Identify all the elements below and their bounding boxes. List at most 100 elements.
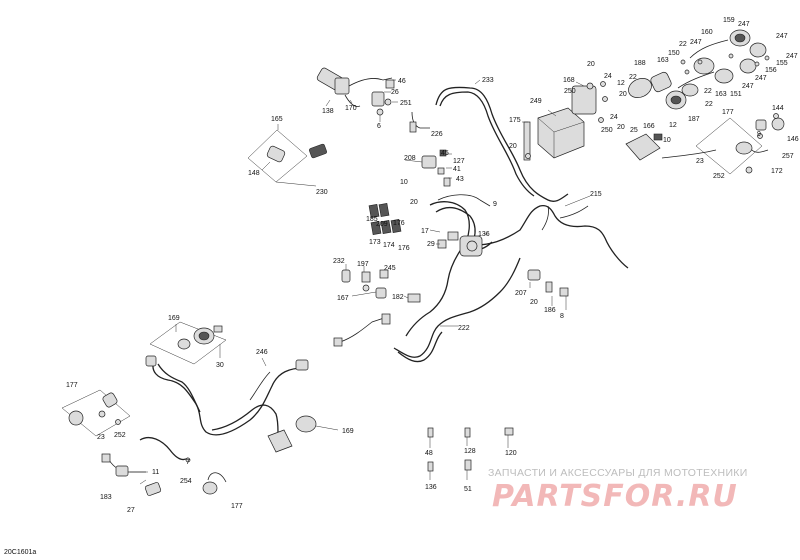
callout-207: 207 xyxy=(515,290,527,297)
callout-187: 187 xyxy=(688,116,700,123)
callout-144: 144 xyxy=(772,105,784,112)
callout-252-b: 252 xyxy=(114,432,126,439)
callout-170: 170 xyxy=(345,105,357,112)
callout-24-a: 24 xyxy=(604,73,612,80)
callout-183: 183 xyxy=(100,494,112,501)
callout-167: 167 xyxy=(337,295,349,302)
callout-160: 160 xyxy=(701,29,713,36)
watermark: ЗАПЧАСТИ И АКСЕССУАРЫ ДЛЯ МОТОТЕХНИКИ PA… xyxy=(488,467,748,514)
diagram-code: 20C1601a xyxy=(4,549,36,556)
callout-163-a: 163 xyxy=(657,57,669,64)
callout-146: 146 xyxy=(787,136,799,143)
ignition-switch-assembly xyxy=(316,67,398,122)
callout-17: 17 xyxy=(421,228,429,235)
callout-226: 226 xyxy=(431,131,443,138)
callout-29: 29 xyxy=(427,241,435,248)
callout-246: 246 xyxy=(256,349,268,356)
module-208 xyxy=(404,149,452,187)
headlight-169-left xyxy=(149,321,227,365)
callout-169-a: 169 xyxy=(168,315,180,322)
battery-ecu-box xyxy=(522,81,608,161)
callout-251: 251 xyxy=(400,100,412,107)
callout-23-a: 23 xyxy=(696,158,704,165)
callout-20-f: 20 xyxy=(617,124,625,131)
callout-151: 151 xyxy=(730,91,742,98)
callout-155: 155 xyxy=(776,60,788,67)
callout-12-b: 12 xyxy=(669,122,677,129)
callout-222: 222 xyxy=(458,325,470,332)
callout-245: 245 xyxy=(384,265,396,272)
callout-156: 156 xyxy=(765,67,777,74)
headlight-assembly-right xyxy=(625,29,770,161)
callout-230: 230 xyxy=(316,189,328,196)
callout-163-b: 163 xyxy=(715,91,727,98)
callout-128: 128 xyxy=(464,448,476,455)
callout-23-b: 23 xyxy=(97,434,105,441)
callout-136-b: 136 xyxy=(425,484,437,491)
callout-209: 209 xyxy=(376,221,388,228)
callout-250-b: 250 xyxy=(601,127,613,134)
callout-20-e: 20 xyxy=(509,143,517,150)
callout-177-c: 177 xyxy=(231,503,243,510)
callout-249: 249 xyxy=(530,98,542,105)
callout-138: 138 xyxy=(322,108,334,115)
callout-7: 7 xyxy=(186,459,190,466)
callout-41: 41 xyxy=(453,166,461,173)
rear-light-cluster xyxy=(101,436,227,496)
callout-166: 166 xyxy=(643,123,655,130)
callout-233: 233 xyxy=(482,77,494,84)
callout-254: 254 xyxy=(180,478,192,485)
callout-10-b: 10 xyxy=(663,137,671,144)
callout-12-a: 12 xyxy=(617,80,625,87)
callout-186: 186 xyxy=(544,307,556,314)
callout-51: 51 xyxy=(464,486,472,493)
callout-120: 120 xyxy=(505,450,517,457)
callout-45: 45 xyxy=(441,150,449,157)
callout-22-c: 22 xyxy=(679,41,687,48)
callout-247-f: 247 xyxy=(755,75,767,82)
callout-6: 6 xyxy=(377,123,381,130)
fuse-block xyxy=(368,203,402,235)
callout-9-a: 9 xyxy=(493,201,497,208)
callout-197: 197 xyxy=(357,261,369,268)
callout-127: 127 xyxy=(453,158,465,165)
rear-harness-246 xyxy=(145,355,309,453)
callout-176-b: 176 xyxy=(398,245,410,252)
callout-182: 182 xyxy=(392,294,404,301)
callout-232: 232 xyxy=(333,258,345,265)
fastener-set xyxy=(427,427,514,480)
turn-signal-left xyxy=(61,389,131,437)
callout-20-c: 20 xyxy=(587,61,595,68)
turn-signal-right xyxy=(695,113,785,175)
callout-208: 208 xyxy=(404,155,416,162)
callout-8: 8 xyxy=(560,313,564,320)
callout-257: 257 xyxy=(782,153,794,160)
callout-247-c: 247 xyxy=(776,33,788,40)
callout-43: 43 xyxy=(456,176,464,183)
callout-11: 11 xyxy=(152,469,159,476)
callout-250-a: 250 xyxy=(564,88,576,95)
callout-30: 30 xyxy=(216,362,224,369)
callout-9-b: 9 xyxy=(757,131,761,138)
fuse-relay-group xyxy=(247,124,327,187)
watermark-logo: PARTSFOR.RU xyxy=(492,479,738,514)
callout-169-b: 169 xyxy=(342,428,354,435)
callout-252-a: 252 xyxy=(713,173,725,180)
callout-247-a: 247 xyxy=(738,21,750,28)
callout-24-b: 24 xyxy=(610,114,618,121)
callout-48: 48 xyxy=(425,450,433,457)
watermark-subtitle: ЗАПЧАСТИ И АКСЕССУАРЫ ДЛЯ МОТОТЕХНИКИ xyxy=(488,467,748,479)
main-harness-center xyxy=(405,194,629,337)
callout-174: 174 xyxy=(383,242,395,249)
callout-22-d: 22 xyxy=(704,88,712,95)
callout-20-a: 20 xyxy=(410,199,418,206)
harness-233 xyxy=(409,79,569,202)
callout-20-b: 20 xyxy=(530,299,538,306)
callout-148: 148 xyxy=(248,170,260,177)
callout-172: 172 xyxy=(771,168,783,175)
callout-150: 150 xyxy=(668,50,680,57)
callout-247-e: 247 xyxy=(742,83,754,90)
callout-27: 27 xyxy=(127,507,135,514)
callout-175: 175 xyxy=(509,117,521,124)
connector-cluster-right xyxy=(527,269,569,310)
